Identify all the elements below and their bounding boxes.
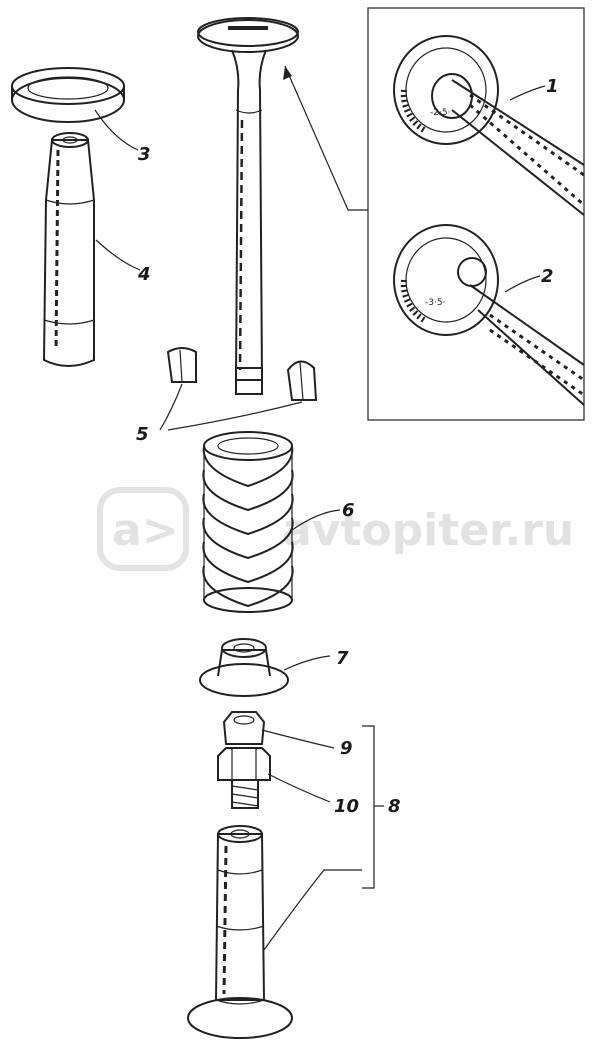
leader-8 [263, 869, 362, 951]
leader-1 [509, 85, 546, 101]
spring-retainer-part-7: 7 [199, 638, 349, 697]
label-1: 1 [546, 76, 559, 97]
bracket-part-8: 8 [362, 725, 401, 889]
inset-pointer [283, 65, 368, 211]
watermark-text: avtopiter.ru [282, 505, 574, 556]
label-9: 9 [340, 738, 353, 759]
label-5: 5 [136, 424, 149, 445]
label-6: 6 [342, 500, 355, 521]
spring-part-6: 6 [202, 431, 355, 613]
valve-guide-part-4: 4 [42, 132, 151, 367]
leader-2 [504, 275, 541, 293]
label-4: 4 [137, 264, 151, 285]
washer-part-3: 3 [11, 67, 151, 165]
svg-text:-2·5·: -2·5· [430, 108, 450, 118]
watermark: a> avtopiter.ru [97, 487, 574, 571]
lock-nut-part-10: 10 [217, 747, 359, 817]
tappet [187, 825, 362, 1039]
valve-head-detail-2: -3·5· [393, 224, 585, 406]
label-10: 10 [334, 796, 359, 817]
leader-5b [167, 401, 303, 431]
valve-head-detail-1: -2·5· [393, 35, 585, 216]
label-3: 3 [138, 144, 151, 165]
adjusting-bolt-part-9: 9 [222, 711, 353, 759]
label-2: 2 [541, 266, 554, 287]
collets-part-5: 5 [136, 347, 318, 445]
watermark-logo-frame [97, 487, 189, 571]
leader-10 [267, 773, 331, 803]
leader-9 [261, 729, 335, 749]
label-7: 7 [336, 648, 349, 669]
svg-text:-3·5·: -3·5· [425, 298, 445, 308]
leader-6 [291, 509, 341, 531]
watermark-logo: a> [112, 505, 179, 556]
label-8: 8 [388, 796, 401, 817]
leader-5a [159, 383, 183, 431]
leader-4 [95, 239, 141, 271]
leader-3 [94, 109, 139, 151]
detail-inset: -2·5· -3·5· 1 2 [367, 7, 585, 421]
valve [197, 17, 299, 395]
leader-7 [283, 655, 331, 671]
